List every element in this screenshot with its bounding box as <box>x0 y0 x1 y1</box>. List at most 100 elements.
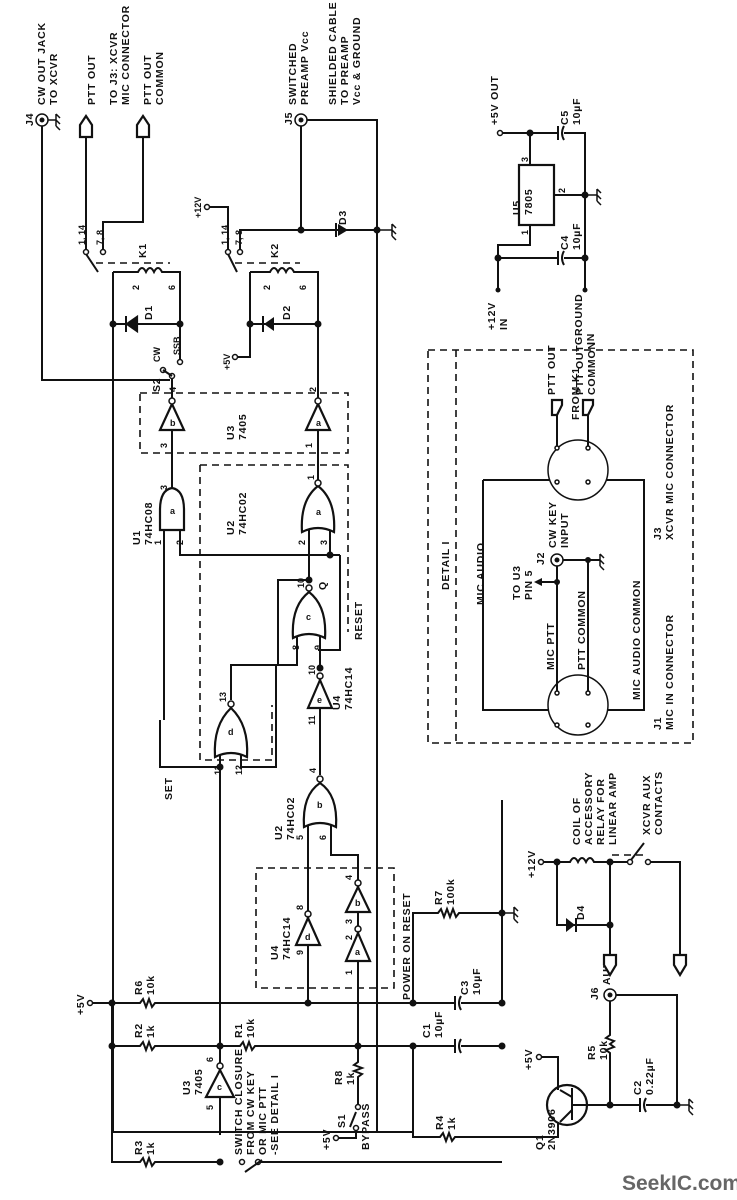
detail-ptt-out-common-1: PTT OUT <box>574 344 586 395</box>
ground-icon <box>502 906 519 924</box>
j2-ref: J2 <box>535 552 547 565</box>
k2-pin-6: 6 <box>298 285 308 290</box>
set-label: SET <box>163 777 175 800</box>
shielded-label-2: TO PREAMP <box>339 36 351 105</box>
r7-value: 100k <box>445 878 457 905</box>
accessory-contacts-1: XCVR AUX <box>641 775 653 835</box>
accessory-line-4: LINEAR AMP <box>607 772 619 845</box>
u2-pin-10: 10 <box>296 578 306 588</box>
u5-gnd-label-2: IN <box>585 333 597 345</box>
u1-part: 74HC08 <box>143 502 155 545</box>
u2-b-ref: U2 <box>273 825 285 840</box>
switch-s2[interactable]: CW SSB S2 <box>151 324 184 400</box>
u4-pin-11: 11 <box>307 715 317 725</box>
shielded-label-1: SHIELDED CABLE <box>327 2 339 105</box>
diode-d2: D2 <box>246 305 322 332</box>
q1-ref: Q1 <box>534 1134 546 1150</box>
j3-ref: J3 <box>652 527 664 540</box>
detail-ptt-out: PTT OUT <box>546 344 558 395</box>
q-label: Q <box>317 581 329 590</box>
r5-ref: R5 <box>586 1045 598 1060</box>
diode-d1: D1 <box>109 305 184 334</box>
d1-ref: D1 <box>143 305 155 320</box>
j1-connector-icon <box>547 674 609 736</box>
u5-in-label-1: +12V <box>486 302 498 330</box>
u2-pin-5: 5 <box>295 835 305 840</box>
u2-gate-c-label: c <box>306 612 311 622</box>
ground-icon <box>599 553 605 571</box>
r3-value: 1k <box>145 1142 157 1155</box>
s1-5v-label: +5V <box>321 1129 333 1150</box>
j2-label-1: CW KEY <box>547 501 559 548</box>
regulator-u5: +5V OUT U5 7805 3 2 1 C5 10µF C4 10µF +1… <box>486 75 602 345</box>
u4-pin-2: 2 <box>344 935 354 940</box>
c5-value: 10µF <box>571 98 583 125</box>
u5-in-label-2: IN <box>498 318 510 330</box>
switch-s1[interactable]: S1 +5V <box>321 1111 360 1150</box>
u4-e-gate-label: e <box>317 695 322 705</box>
j6-ref: J6 <box>589 987 601 1000</box>
ptt-common-terminal: PTT OUT COMMON <box>102 51 166 252</box>
u4-pin-9: 9 <box>295 950 305 955</box>
terminal-icon <box>602 953 618 978</box>
ptt-common-label-2: COMMON <box>154 51 166 105</box>
switch-closure[interactable]: SWITCH CLOSURE FROM CW KEY OR MIC PTT -S… <box>233 1048 502 1173</box>
to-u3-label-1: TO U3 <box>511 565 523 600</box>
k2-5v: +5V <box>222 354 232 370</box>
detail-title: DETAIL I <box>440 541 452 590</box>
u2-pin-9: 9 <box>313 645 323 650</box>
u3-pin-6: 6 <box>205 1057 215 1062</box>
plus5-rail: +5V R6 10k R3 1k <box>75 975 417 1169</box>
ptt-common-label-1: PTT OUT <box>142 54 154 105</box>
u4-pin-8: 8 <box>295 905 305 910</box>
u1-pin-1: 1 <box>153 540 163 545</box>
c3-value: 10µF <box>471 968 483 995</box>
r6-ref: R6 <box>133 980 145 995</box>
u4-bottom-ref: U4 <box>269 945 281 960</box>
u4-bottom-part: 74HC14 <box>281 917 293 960</box>
u4-b-gate-label: b <box>355 898 361 908</box>
terminal-icon <box>135 114 151 139</box>
k1-contacts-2: 7, 8 <box>95 230 105 245</box>
accessory-line-1: COIL OF <box>571 797 583 845</box>
u4-pin-4: 4 <box>344 875 354 880</box>
k2-contacts-1: 1, 14 <box>220 225 230 245</box>
u2-pin-6: 6 <box>318 835 328 840</box>
u3-gate-c: c 6 5 U3 7405 <box>181 1057 236 1166</box>
u4-gate-a: a 2 1 <box>344 925 372 1045</box>
u5-pin-3: 3 <box>520 157 530 162</box>
r1-ref: R1 <box>233 1023 245 1038</box>
j3-connector-icon <box>547 439 609 501</box>
u3-pin-5: 5 <box>205 1105 215 1110</box>
terminal-icon <box>672 953 688 978</box>
d4-ref: D4 <box>575 905 587 920</box>
reset-label: RESET <box>353 601 365 640</box>
r7-ref: R7 <box>433 890 445 905</box>
ground-icon <box>585 188 602 206</box>
s2-ref: S2 <box>151 378 163 392</box>
s1-bypass-label: BYPASS <box>360 1103 372 1150</box>
u4-gate-b: b 4 3 <box>344 875 372 926</box>
u2-pin-4: 4 <box>308 768 318 773</box>
j4-label-2: TO XCVR <box>48 53 60 105</box>
u1-ref: U1 <box>131 530 143 545</box>
c5-ref: C5 <box>559 110 571 125</box>
r5-value: 10k <box>598 1040 610 1060</box>
u2-pin-12: 12 <box>234 765 244 775</box>
u5-ref: U5 <box>511 200 523 215</box>
d3-ref: D3 <box>337 210 349 225</box>
relay-k1: 1, 14 7, 8 K1 2 6 <box>77 225 181 1132</box>
u2-top-ref: U2 <box>225 520 237 535</box>
u3-package-outline <box>139 392 349 454</box>
mic-ptt-label: MIC PTT <box>545 622 557 670</box>
q1-driver: R4 1k +5V Q1 2N3906 <box>412 1046 605 1150</box>
u3-c-part: 7405 <box>193 1068 205 1095</box>
regulator-body <box>517 163 556 227</box>
switch-closure-line-1: SWITCH CLOSURE <box>233 1048 245 1155</box>
r8-ref: R8 <box>333 1070 345 1085</box>
r3-ref: R3 <box>133 1140 145 1155</box>
j3-label: XCVR MIC CONNECTOR <box>664 404 676 540</box>
u3-pin-4: 4 <box>168 387 178 392</box>
u4-a-gate-label: a <box>355 947 361 957</box>
r8-value: 1k <box>345 1072 357 1085</box>
